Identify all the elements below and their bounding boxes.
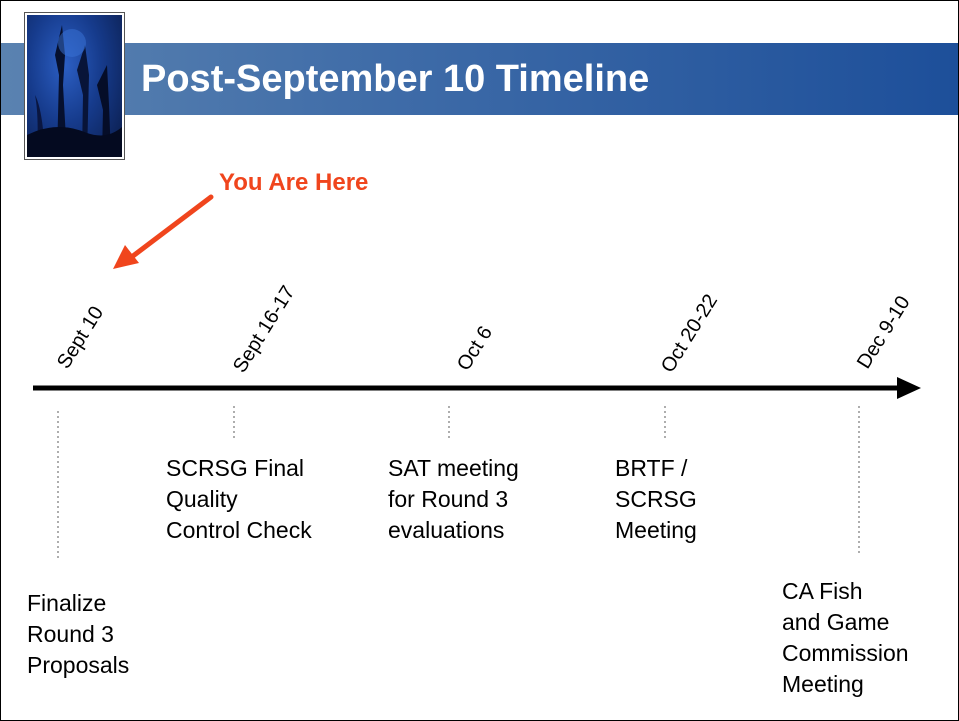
night-forest-photo <box>25 13 124 159</box>
you-are-here-arrow-icon <box>113 194 214 269</box>
title-bar <box>1 43 958 115</box>
timeline-axis <box>33 377 921 399</box>
event-scrsg-quality-check: SCRSG Final Quality Control Check <box>166 455 312 543</box>
you-are-here-label: You Are Here <box>219 169 369 196</box>
event-brtf-scrsg-meeting: BRTF / SCRSG Meeting <box>615 455 697 543</box>
event-sat-meeting: SAT meeting for Round 3 evaluations <box>388 455 519 543</box>
slide-title: Post-September 10 Timeline <box>141 58 650 100</box>
event-finalize-proposals: Finalize Round 3 Proposals <box>27 590 130 678</box>
event-fish-game-commission: CA Fish and Game Commission Meeting <box>782 578 909 697</box>
